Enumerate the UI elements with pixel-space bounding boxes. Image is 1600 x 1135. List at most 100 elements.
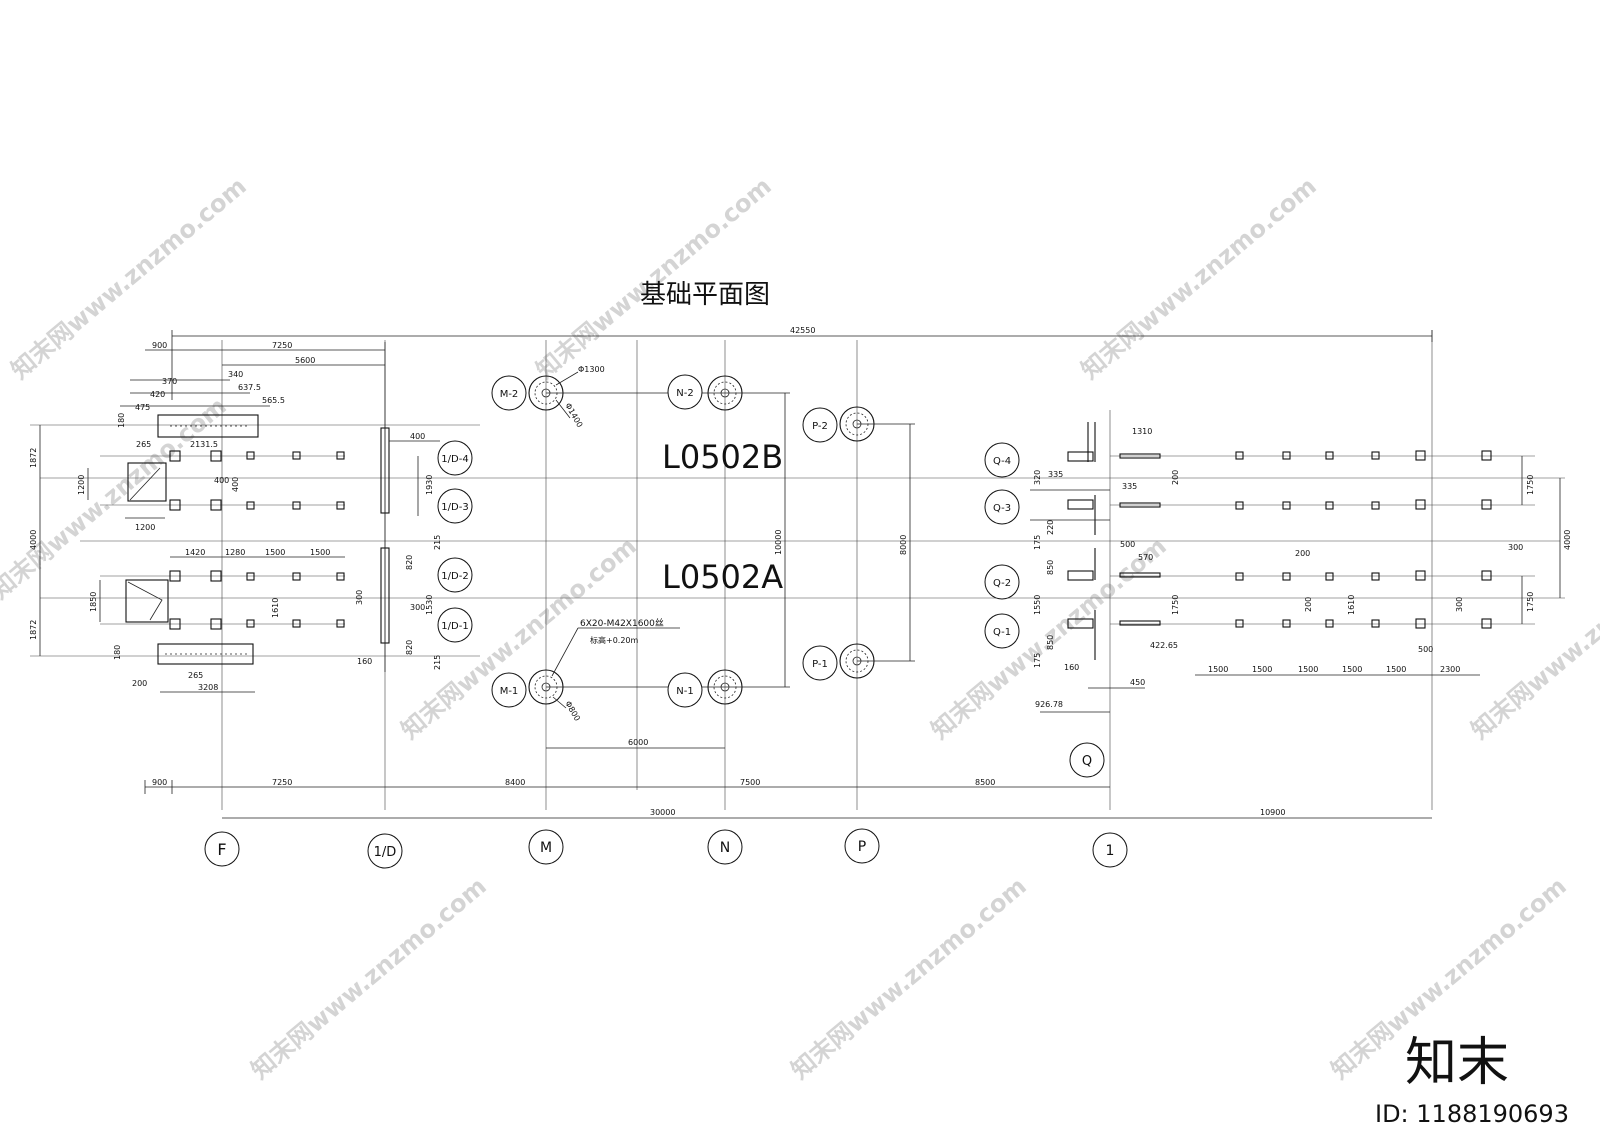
dim-phi800: Φ800 [563, 700, 582, 723]
dim-left-460: 180 [117, 413, 126, 428]
svg-text:Q-1: Q-1 [993, 627, 1011, 638]
left-vertical-dimensions: 1872 4000 1872 [29, 425, 41, 656]
axis-bubble-f: F [204, 831, 240, 867]
dim-q-300a: 300 [1508, 543, 1523, 552]
anchor-note-line1: 6X20-M42X1600丝 [580, 617, 664, 629]
dim-top-6375: 637.5 [238, 383, 261, 392]
dim-8000: 8000 [899, 535, 908, 555]
axis-bubble-m: M [528, 829, 564, 865]
dim-bottom-7500: 7500 [740, 778, 760, 787]
dim-top-370: 370 [162, 377, 177, 386]
dim-top-475: 475 [135, 403, 150, 412]
axis-bubble-q: Q [1069, 742, 1105, 778]
dim-bottom-7250: 7250 [272, 778, 292, 787]
dim-rb-1500c: 1500 [1298, 665, 1318, 674]
top-dimensions: 42550 900 7250 5600 340 637.5 565.5 370 … [120, 326, 1433, 420]
dim-bottom-30000: 30000 [650, 808, 675, 817]
dim-d-160: 160 [357, 657, 372, 666]
svg-text:Q-3: Q-3 [993, 503, 1011, 514]
dim-q-92678: 926.78 [1035, 700, 1063, 709]
dim-q-335b: 335 [1122, 482, 1137, 491]
dim-top-total: 42550 [790, 326, 815, 335]
dim-q-220: 220 [1046, 520, 1055, 535]
watermark-tile: 知末网www.znzmo.com [1076, 172, 1322, 385]
foundation-marker-m1: M-1 [491, 672, 527, 708]
dim-rb-1500e: 1500 [1386, 665, 1406, 674]
svg-text:1/D-4: 1/D-4 [441, 454, 468, 465]
dim-top-340: 340 [228, 370, 243, 379]
dim-rv-1750b: 1750 [1526, 592, 1535, 612]
dim-q-1310: 1310 [1132, 427, 1152, 436]
svg-text:M-1: M-1 [500, 686, 519, 697]
dim-q-500b: 500 [1418, 645, 1433, 654]
dim-rb-1500a: 1500 [1208, 665, 1228, 674]
dim-top-7250: 7250 [272, 341, 292, 350]
watermark-tile: 知末网www.znzmo.com [786, 872, 1032, 1085]
dim-phi1400: Φ1400 [563, 402, 584, 430]
dim-left-1280: 1280 [225, 548, 245, 557]
dim-left-1200a: 1200 [77, 475, 86, 495]
dim-d-215b: 215 [433, 655, 442, 670]
dim-bottom-900: 900 [152, 778, 167, 787]
dim-q-1610: 1610 [1347, 595, 1356, 615]
dim-left-400v: 400 [231, 477, 240, 492]
foundation-marker-m2: M-2 [491, 375, 527, 411]
dim-left-400: 400 [214, 476, 229, 485]
dim-left-180: 180 [113, 645, 122, 660]
dim-d-1930: 1930 [425, 475, 434, 495]
right-block: 1500 1500 1500 1500 1500 2300 [1195, 450, 1492, 676]
axis-bubble-n: N [707, 829, 743, 865]
dim-lv-4000: 4000 [29, 530, 38, 550]
svg-text:1/D-2: 1/D-2 [441, 571, 468, 582]
svg-text:Q-2: Q-2 [993, 578, 1011, 589]
svg-text:P-1: P-1 [812, 659, 828, 670]
dim-left-1500b: 1500 [310, 548, 330, 557]
svg-text:1/D-3: 1/D-3 [441, 502, 468, 513]
svg-text:M: M [540, 840, 552, 856]
dim-q-335a: 335 [1048, 470, 1063, 479]
svg-text:M-2: M-2 [500, 389, 519, 400]
dim-q-300b: 300 [1455, 597, 1464, 612]
dim-q-160: 160 [1064, 663, 1079, 672]
foundation-marker-q4: Q-4 [984, 442, 1020, 478]
dim-q-1750: 1750 [1171, 595, 1180, 615]
foundation-marker-p1: P-1 [802, 645, 838, 681]
dim-rb-1500d: 1500 [1342, 665, 1362, 674]
grid-lines [30, 330, 1565, 810]
bottom-dimensions: 900 7250 8400 7500 8500 30000 10900 [144, 778, 1432, 819]
dim-left-200: 200 [132, 679, 147, 688]
equipment-label-upper: L0502B [662, 438, 783, 476]
drawing-title: 基础平面图 [640, 280, 770, 310]
axis-bubble-1: 1 [1092, 832, 1128, 868]
svg-text:1/D: 1/D [374, 845, 397, 860]
dim-d-300a: 300 [355, 590, 364, 605]
dim-top-420: 420 [150, 390, 165, 399]
dim-q-175b: 175 [1033, 653, 1042, 668]
dim-rb-1500b: 1500 [1252, 665, 1272, 674]
dim-d-300b: 300 [410, 603, 425, 612]
round-foundations: 10000 8000 6000 Φ1300 Φ1400 Φ800 M-2 M-1… [491, 365, 915, 749]
foundation-marker-1d-3: 1/D-3 [437, 488, 473, 524]
foundation-marker-q3: Q-3 [984, 489, 1020, 525]
dim-q-42265: 422.65 [1150, 641, 1178, 650]
foundation-marker-1d-4: 1/D-4 [437, 440, 473, 476]
dim-q-570: 570 [1138, 553, 1153, 562]
foundation-marker-q1: Q-1 [984, 613, 1020, 649]
dim-rv-1750a: 1750 [1526, 475, 1535, 495]
watermark-tile: 知末网www.znzmo.com [0, 392, 232, 605]
dim-left-1420: 1420 [185, 548, 205, 557]
svg-text:N-2: N-2 [676, 388, 693, 399]
svg-text:N: N [720, 840, 730, 856]
q-axis-block: 1310 335 335 320 220 175 850 850 175 500… [984, 422, 1523, 713]
dim-d-820a: 820 [405, 555, 414, 570]
dim-phi1300: Φ1300 [578, 365, 605, 374]
dim-d-400: 400 [410, 432, 425, 441]
dim-rb-2300: 2300 [1440, 665, 1460, 674]
anchor-note-line2: 标高+0.20m [590, 635, 639, 645]
watermark-tile: 知末网www.znzmo.com [531, 172, 777, 385]
dim-d-215a: 215 [433, 535, 442, 550]
watermark-layer: 知末网www.znzmo.com 知末网www.znzmo.com 知末网www… [0, 172, 1600, 1085]
dim-d-820b: 820 [405, 640, 414, 655]
watermark-tile: 知末网www.znzmo.com [6, 172, 252, 385]
